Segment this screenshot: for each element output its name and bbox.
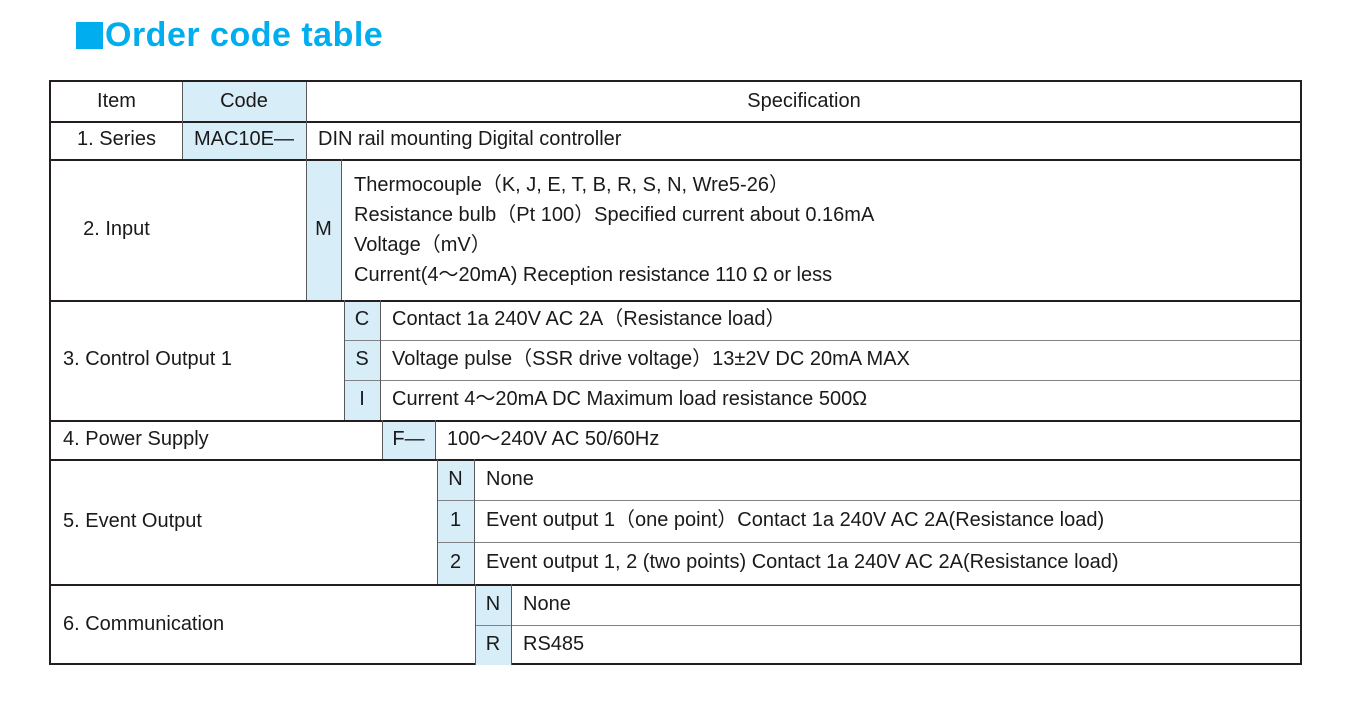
- spec-cell-event-n: None: [486, 467, 534, 490]
- spec-cell-comm-n: None: [523, 592, 571, 615]
- section-item-input: 2. Input: [83, 217, 150, 240]
- spec-cell-event-2: Event output 1, 2 (two points) Contact 1…: [486, 551, 1119, 574]
- rule-comm-n-r: [475, 625, 1300, 626]
- section-item-event-output: 5. Event Output: [63, 509, 202, 532]
- rule-control-item-code: [344, 300, 345, 420]
- code-cell-comm-n: N: [475, 584, 511, 625]
- spec-cell-power-supply: 100～240V AC 50/60Hz: [447, 427, 660, 450]
- code-cell-comm-r: R: [475, 625, 511, 665]
- rule-item-code: [182, 82, 183, 159]
- code-cell-power-supply: F—: [382, 420, 435, 459]
- spec-cell-control-i: Current 4～20mA DC Maximum load resistanc…: [392, 388, 868, 411]
- spec-cell-control-s: Voltage pulse（SSR drive voltage）13±2V DC…: [392, 348, 910, 371]
- section-item-power-supply: 4. Power Supply: [63, 427, 209, 450]
- code-cell-event-n: N: [437, 459, 474, 500]
- rule-event-item-code: [437, 459, 438, 584]
- rule-control-c-s: [344, 340, 1300, 341]
- rule-code-spec-header: [306, 82, 307, 300]
- order-code-table: Item Code Specification 1. Series MAC10E…: [49, 80, 1302, 665]
- code-cell-control-c: C: [344, 300, 380, 340]
- rule-series-bottom: [51, 159, 1300, 161]
- column-header-spec: Specification: [747, 89, 861, 112]
- rule-comm-item-code: [475, 584, 476, 665]
- spec-cell-comm-r: RS485: [523, 633, 585, 656]
- rule-input-code-spec: [341, 159, 342, 300]
- code-cell-control-i: I: [344, 380, 380, 420]
- rule-power-bottom: [51, 459, 1300, 461]
- spec-input-lines: Thermocouple（K, J, E, T, B, R, S, N, Wre…: [354, 170, 874, 290]
- column-header-item: Item: [97, 89, 136, 112]
- code-cell-event-1: 1: [437, 500, 474, 542]
- code-cell-input: M: [306, 159, 341, 300]
- page-heading: Order code table: [76, 18, 383, 52]
- rule-event-1-2: [437, 542, 1300, 543]
- rule-control-code-spec: [380, 300, 381, 420]
- rule-control-bottom: [51, 420, 1300, 422]
- spec-cell-input: Thermocouple（K, J, E, T, B, R, S, N, Wre…: [341, 159, 1302, 300]
- section-item-communication: 6. Communication: [63, 612, 225, 635]
- column-header-code: Code: [182, 82, 306, 121]
- section-item-control-output: 3. Control Output 1: [63, 348, 232, 371]
- spec-cell-event-1: Event output 1（one point）Contact 1a 240V…: [486, 509, 1105, 532]
- rule-input-bottom: [51, 300, 1300, 302]
- spec-input-line-1: Thermocouple（K, J, E, T, B, R, S, N, Wre…: [354, 173, 789, 196]
- code-cell-event-2: 2: [437, 542, 474, 584]
- spec-input-line-4: Current(4～20mA) Reception resistance 110…: [354, 263, 833, 286]
- code-cell-series: MAC10E—: [182, 121, 306, 159]
- rule-power-code-spec: [435, 420, 436, 459]
- rule-control-s-i: [344, 380, 1300, 381]
- section-item-series: 1. Series: [77, 128, 156, 151]
- page-title: Order code table: [105, 16, 384, 54]
- spec-input-line-3: Voltage（mV）: [354, 233, 491, 256]
- spec-input-line-2: Resistance bulb（Pt 100）Specified current…: [354, 203, 875, 226]
- rule-event-bottom: [51, 584, 1300, 586]
- spec-cell-control-c: Contact 1a 240V AC 2A（Resistance load）: [392, 308, 786, 331]
- filled-square-icon: [76, 21, 103, 49]
- spec-cell-series: DIN rail mounting Digital controller: [318, 128, 622, 151]
- rule-event-code-spec: [474, 459, 475, 584]
- code-cell-control-s: S: [344, 340, 380, 380]
- rule-event-n-1: [437, 500, 1300, 501]
- rule-comm-code-spec: [511, 584, 512, 665]
- rule-power-item-code: [382, 420, 383, 459]
- rule-header-bottom: [51, 121, 1300, 123]
